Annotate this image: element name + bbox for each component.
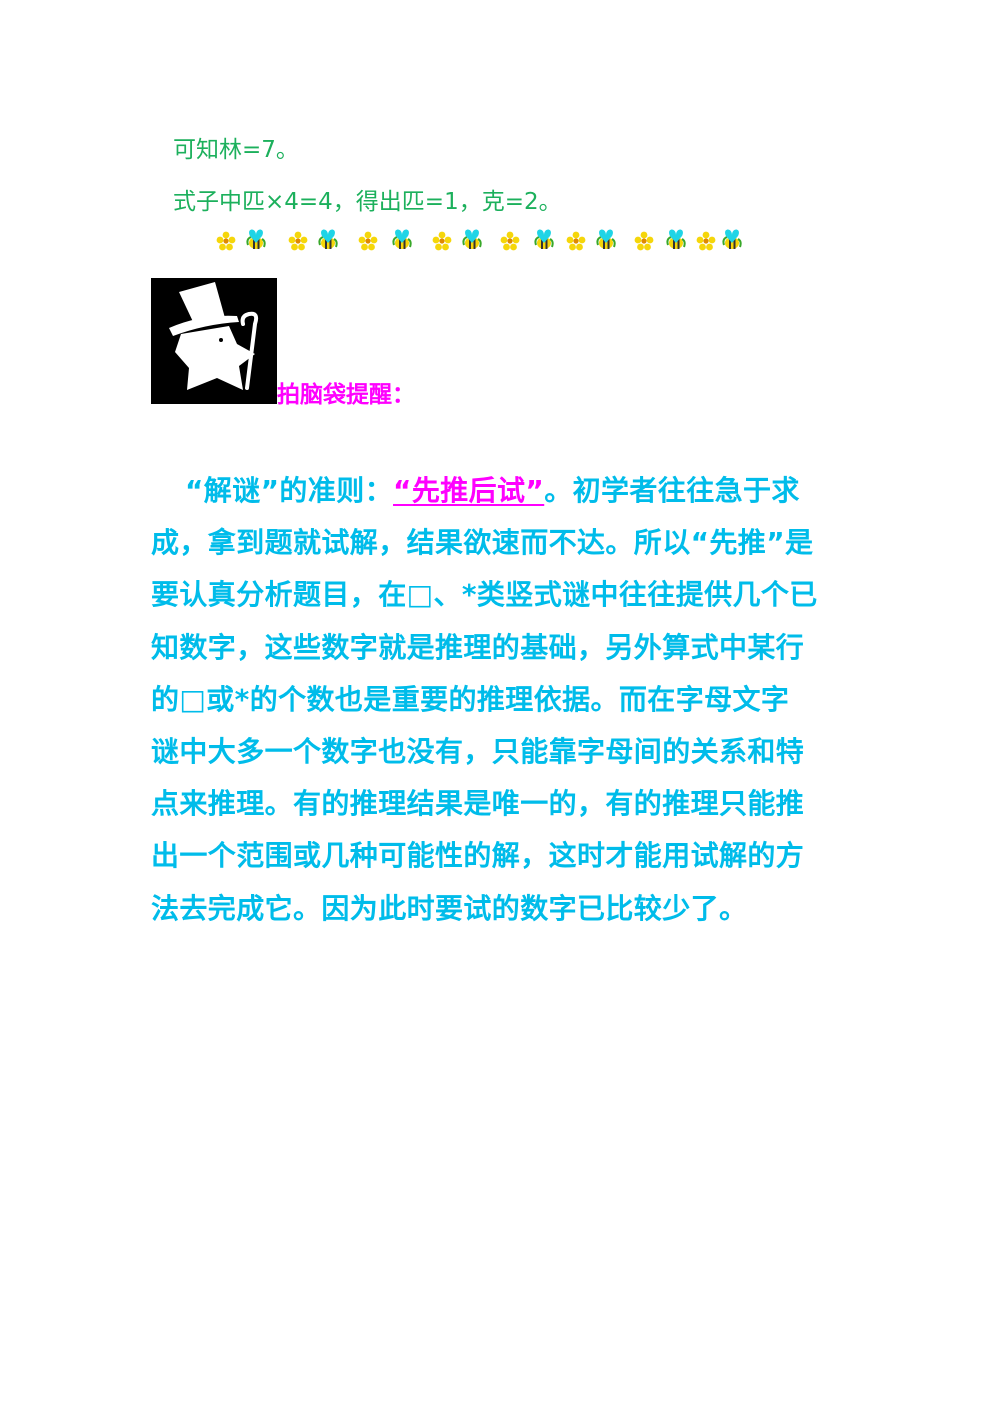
paragraph-line: 的□或*的个数也是重要的推理依据。而在字母文字 <box>151 682 790 716</box>
flower-bee-border-icon <box>216 228 742 251</box>
rule-intro: “解谜”的准则： <box>185 474 394 507</box>
paragraph-line: “解谜”的准则：“先推后试”。初学者往往急于求 <box>151 465 851 517</box>
rule-tail: 。初学者往往急于求 <box>544 474 800 507</box>
reminder-heading: 拍脑袋提醒： <box>277 382 415 408</box>
top-hat-star-gentleman-icon <box>151 278 277 404</box>
rule-highlight: “先推后试” <box>393 474 545 507</box>
paragraph-line: 知数字，这些数字就是推理的基础，另外算式中某行 <box>151 630 805 664</box>
paragraph-line: 要认真分析题目，在□、*类竖式谜中往往提供几个已 <box>151 578 818 612</box>
paragraph-line: 点来推理。有的推理结果是唯一的，有的推理只能推 <box>151 787 805 821</box>
result-line-pi-ke: 式子中匹×4=4，得出匹=1，克=2。 <box>173 189 562 215</box>
paragraph-line: 法去完成它。因为此时要试的数字已比较少了。 <box>151 891 748 925</box>
paragraph-line: 谜中大多一个数字也没有，只能靠字母间的关系和特 <box>151 734 805 768</box>
paragraph-line: 成，拿到题就试解，结果欲速而不达。所以“先推”是 <box>151 526 814 560</box>
result-line-lin: 可知林=7。 <box>173 137 299 163</box>
paragraph-line: 出一个范围或几种可能性的解，这时才能用试解的方 <box>151 839 805 873</box>
rule-paragraph: “解谜”的准则：“先推后试”。初学者往往急于求 成，拿到题就试解，结果欲速而不达… <box>151 465 851 935</box>
